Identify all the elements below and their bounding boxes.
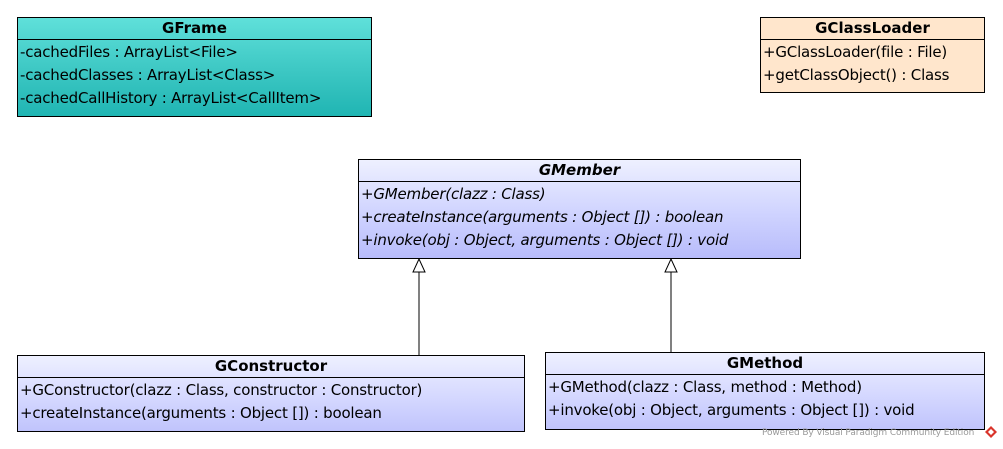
class-name-gmember: GMember bbox=[359, 160, 800, 182]
class-gclassloader[interactable]: GClassLoader +GClassLoader(file : File) … bbox=[760, 17, 985, 93]
generalization-gmethod-to-gmember bbox=[664, 257, 678, 352]
operation-gmember-constructor: +GMember(clazz : Class) bbox=[361, 185, 546, 203]
class-name-gframe: GFrame bbox=[18, 18, 371, 40]
operation-create-instance: +createInstance(arguments : Object []) :… bbox=[20, 404, 382, 422]
class-name-gconstructor: GConstructor bbox=[18, 356, 524, 378]
attribute-cached-classes: -cachedClasses : ArrayList<Class> bbox=[20, 66, 276, 84]
operation-gclassloader-constructor: +GClassLoader(file : File) bbox=[763, 43, 948, 61]
operation-get-class-object: +getClassObject() : Class bbox=[763, 66, 950, 84]
operation-list-gmember: +GMember(clazz : Class) +createInstance(… bbox=[359, 182, 800, 252]
generalization-gconstructor-to-gmember bbox=[412, 257, 426, 355]
operation-invoke: +invoke(obj : Object, arguments : Object… bbox=[548, 401, 915, 419]
attribute-cached-call-history: -cachedCallHistory : ArrayList<CallItem> bbox=[20, 89, 322, 107]
operation-gconstructor-constructor: +GConstructor(clazz : Class, constructor… bbox=[20, 381, 423, 399]
attribute-list-gframe: -cachedFiles : ArrayList<File> -cachedCl… bbox=[18, 40, 371, 110]
class-gmember[interactable]: GMember +GMember(clazz : Class) +createI… bbox=[358, 159, 801, 259]
visual-paradigm-logo-icon bbox=[985, 426, 997, 438]
class-gmethod[interactable]: GMethod +GMethod(clazz : Class, method :… bbox=[545, 352, 985, 430]
operation-list-gmethod: +GMethod(clazz : Class, method : Method)… bbox=[546, 375, 984, 422]
operation-list-gclassloader: +GClassLoader(file : File) +getClassObje… bbox=[761, 40, 984, 87]
watermark-text: Powered By Visual Paradigm Community Edi… bbox=[762, 428, 975, 438]
class-name-gclassloader: GClassLoader bbox=[761, 18, 984, 40]
class-name-gmethod: GMethod bbox=[546, 353, 984, 375]
generalization-arrowhead-gconstructor bbox=[412, 257, 426, 273]
attribute-cached-files: -cachedFiles : ArrayList<File> bbox=[20, 43, 238, 61]
class-gframe[interactable]: GFrame -cachedFiles : ArrayList<File> -c… bbox=[17, 17, 372, 117]
operation-list-gconstructor: +GConstructor(clazz : Class, constructor… bbox=[18, 378, 524, 425]
operation-gmethod-constructor: +GMethod(clazz : Class, method : Method) bbox=[548, 378, 862, 396]
operation-invoke-abstract: +invoke(obj : Object, arguments : Object… bbox=[361, 231, 729, 249]
class-gconstructor[interactable]: GConstructor +GConstructor(clazz : Class… bbox=[17, 355, 525, 432]
generalization-arrowhead-gmethod bbox=[664, 257, 678, 273]
operation-create-instance-abstract: +createInstance(arguments : Object []) :… bbox=[361, 208, 724, 226]
